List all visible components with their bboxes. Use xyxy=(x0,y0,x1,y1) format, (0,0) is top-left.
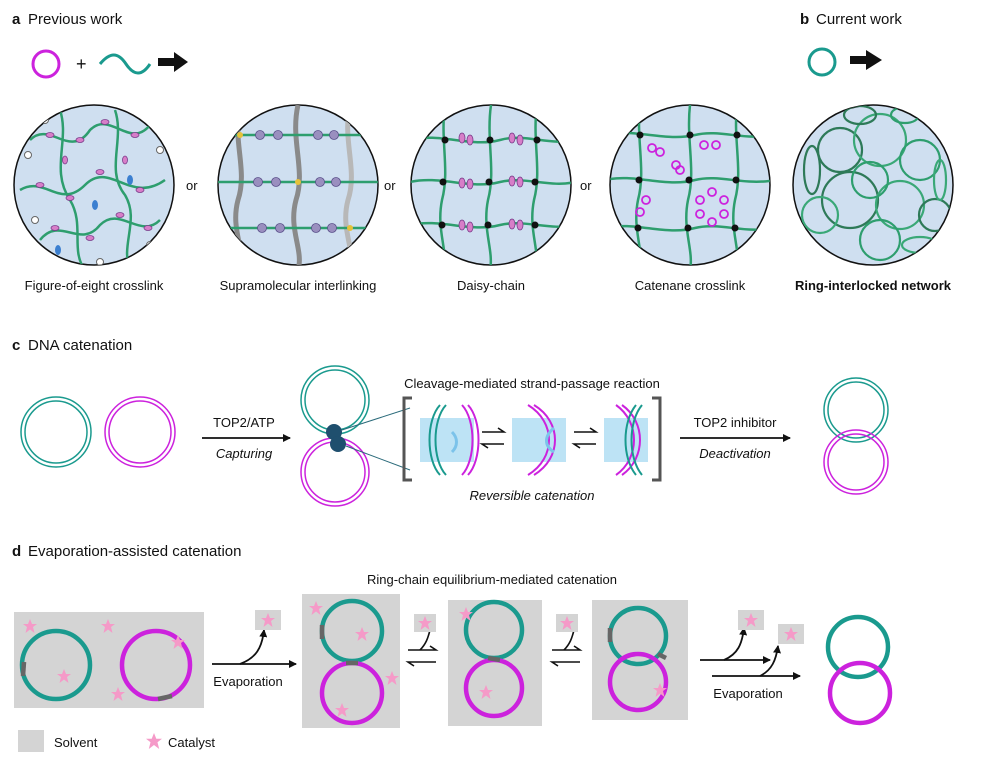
strand-passage-stage-1 xyxy=(420,404,480,476)
solvent-box-stage-2 xyxy=(448,599,542,726)
strand-passage-stage-2 xyxy=(512,404,566,476)
evaporation-label-left: Evaporation xyxy=(213,674,282,689)
evaporation-arrow-left xyxy=(212,610,297,668)
panel-b: b Current work Ring-inte xyxy=(792,11,954,293)
inhibitor-step-sublabel: Deactivation xyxy=(699,446,771,461)
plus-sign: + xyxy=(76,54,87,74)
network-label-4: Catenane crosslink xyxy=(635,278,746,293)
network-label-2: Supramolecular interlinking xyxy=(220,278,377,293)
inhibitor-step-label: TOP2 inhibitor xyxy=(694,415,778,430)
forward-arrow-icon xyxy=(158,52,188,72)
legend-catalyst-star-icon xyxy=(146,733,162,749)
solvent-box-initial xyxy=(14,612,204,708)
dna-ring-teal xyxy=(20,396,92,468)
panel-d: d Evaporation-assisted catenation Ring-c… xyxy=(12,543,893,752)
legend-solvent-label: Solvent xyxy=(54,735,98,750)
ring-chain-subtitle: Ring-chain equilibrium-mediated catenati… xyxy=(367,572,617,587)
strand-passage-title: Cleavage-mediated strand-passage reactio… xyxy=(404,376,660,391)
catalyst-star-icon xyxy=(23,619,37,633)
network-supramolecular xyxy=(217,104,379,266)
network-daisy-chain xyxy=(410,104,572,266)
panel-a: a Previous work + xyxy=(12,11,771,293)
teal-chain-icon xyxy=(98,53,152,75)
catalyst-stars xyxy=(23,601,798,717)
network-figure-of-eight xyxy=(13,104,175,266)
dna-ring-magenta xyxy=(104,396,176,468)
panel-b-letter: b xyxy=(800,11,809,28)
network-ring-interlocked xyxy=(792,104,954,266)
reversible-arrows-2 xyxy=(549,614,583,667)
catenated-dna-rings xyxy=(823,377,889,495)
panel-a-letter: a xyxy=(12,11,21,28)
legend-solvent-swatch xyxy=(18,730,44,752)
strand-passage-stage-3 xyxy=(604,404,648,476)
equilibrium-arrows-1 xyxy=(479,427,507,449)
capture-step-sublabel: Capturing xyxy=(216,446,273,461)
panel-d-letter: d xyxy=(12,543,21,560)
or-label-3: or xyxy=(580,178,592,193)
network-label-1: Figure-of-eight crosslink xyxy=(25,278,164,293)
forward-arrow-icon-b xyxy=(850,50,882,70)
equilibrium-arrows-2 xyxy=(571,427,599,449)
network-label-3: Daisy-chain xyxy=(457,278,525,293)
final-catenane xyxy=(825,614,893,726)
panel-b-title: Current work xyxy=(816,11,902,28)
panel-c-letter: c xyxy=(12,337,20,354)
panel-a-title: Previous work xyxy=(28,11,123,28)
panel-d-title: Evaporation-assisted catenation xyxy=(28,543,241,560)
panel-c-title: DNA catenation xyxy=(28,337,132,354)
legend: Solvent Catalyst xyxy=(18,730,215,752)
legend-catalyst-label: Catalyst xyxy=(168,735,215,750)
or-label-1: or xyxy=(186,178,198,193)
magenta-ring-icon xyxy=(31,49,61,79)
solvent-box-stage-3 xyxy=(592,600,688,720)
evaporation-label-right: Evaporation xyxy=(713,686,782,701)
panel-c: c DNA catenation TOP2/ATP Capturing Clea… xyxy=(12,337,889,507)
network-label-ring-interlocked: Ring-interlocked network xyxy=(795,278,952,293)
capture-step-label: TOP2/ATP xyxy=(213,415,275,430)
teal-ring-icon xyxy=(807,47,837,77)
captured-rings xyxy=(300,365,411,507)
reaction-bracket xyxy=(402,396,662,482)
or-label-2: or xyxy=(384,178,396,193)
reversible-catenation-caption: Reversible catenation xyxy=(469,488,594,503)
network-catenane-crosslink xyxy=(609,104,771,266)
solvent-box-stage-1 xyxy=(302,594,400,728)
